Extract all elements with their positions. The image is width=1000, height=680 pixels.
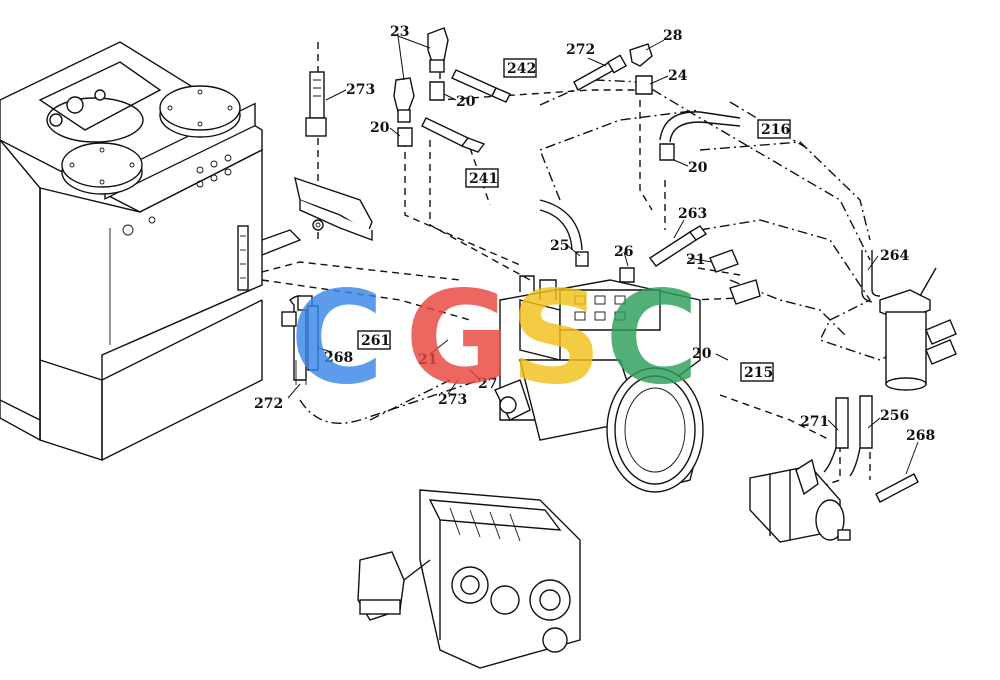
callout-20-c: 20 — [688, 160, 708, 176]
boxed-callout-242: 242 — [507, 61, 536, 77]
boxed-callout-241: 241 — [469, 171, 498, 187]
callout-268-left: 268 — [324, 350, 353, 366]
callout-boxes — [357, 58, 791, 382]
callout-21-right: 21 — [686, 252, 705, 268]
callout-273-top: 273 — [346, 82, 375, 98]
callout-21-left: 21 — [418, 352, 437, 368]
hydraulic-pump — [494, 275, 704, 493]
leader-lines — [287, 35, 919, 475]
watermark-logo: C G S C — [290, 264, 699, 413]
callout-20-b: 20 — [370, 120, 390, 136]
callout-20-a: 20 — [456, 94, 476, 110]
callout-25: 25 — [550, 238, 569, 254]
boxed-callout-215: 215 — [744, 365, 773, 381]
hydraulic-motor — [749, 395, 919, 543]
filter-264 — [861, 250, 957, 391]
callout-256: 256 — [880, 408, 909, 424]
hydraulic-tank — [0, 41, 263, 461]
center-hoses — [539, 199, 761, 305]
callout-272-bottom: 272 — [254, 396, 283, 412]
callout-26: 26 — [614, 244, 633, 260]
routing-lines — [261, 42, 921, 491]
watermark-letter-c2: C — [605, 264, 699, 413]
callout-24: 24 — [668, 68, 688, 84]
callout-28: 28 — [663, 28, 682, 44]
watermark-letter-g: G — [405, 264, 510, 413]
mounting-bracket — [261, 176, 373, 256]
hose-268-272 — [281, 295, 319, 385]
callout-27: 27 — [478, 376, 497, 392]
engine — [357, 489, 581, 669]
callout-263: 263 — [678, 206, 707, 222]
watermark-letter-c1: C — [290, 264, 384, 413]
fittings-top — [393, 27, 741, 161]
boxed-callout-261: 261 — [361, 333, 390, 349]
callout-20-d: 20 — [692, 346, 712, 362]
callout-273-bottom: 273 — [438, 392, 467, 408]
callout-271: 271 — [800, 414, 829, 430]
callout-268-right: 268 — [906, 428, 935, 444]
fitting-273-vertical — [305, 71, 327, 137]
callout-numbers: 23 28 272 242 273 24 20 20 216 241 20 26… — [254, 24, 935, 444]
callout-23: 23 — [390, 24, 409, 40]
boxed-callout-216: 216 — [761, 122, 790, 138]
watermark-letter-s: S — [510, 264, 602, 413]
callout-272-top: 272 — [566, 42, 595, 58]
callout-264: 264 — [880, 248, 909, 264]
